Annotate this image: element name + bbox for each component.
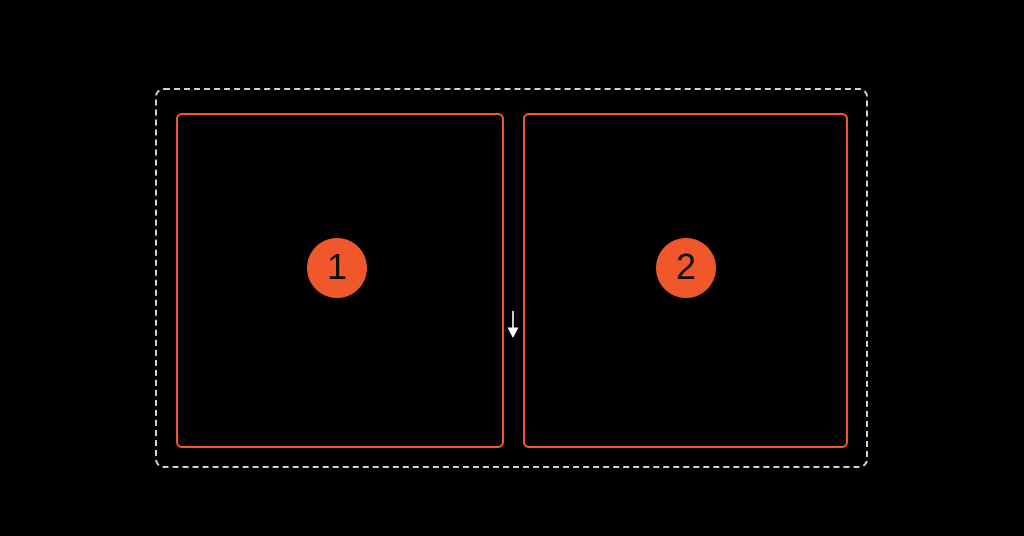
flex-item-1[interactable] <box>176 113 504 448</box>
item-number-badge-1: 1 <box>307 238 367 298</box>
item-number-label-1: 1 <box>326 246 348 287</box>
arrow-head <box>507 327 519 338</box>
item-number-badge-2: 2 <box>656 238 716 298</box>
dashed-flex-container <box>155 88 868 468</box>
flex-item-2[interactable] <box>523 113 848 448</box>
down-arrow-icon <box>507 311 519 338</box>
item-number-label-2: 2 <box>675 246 697 287</box>
